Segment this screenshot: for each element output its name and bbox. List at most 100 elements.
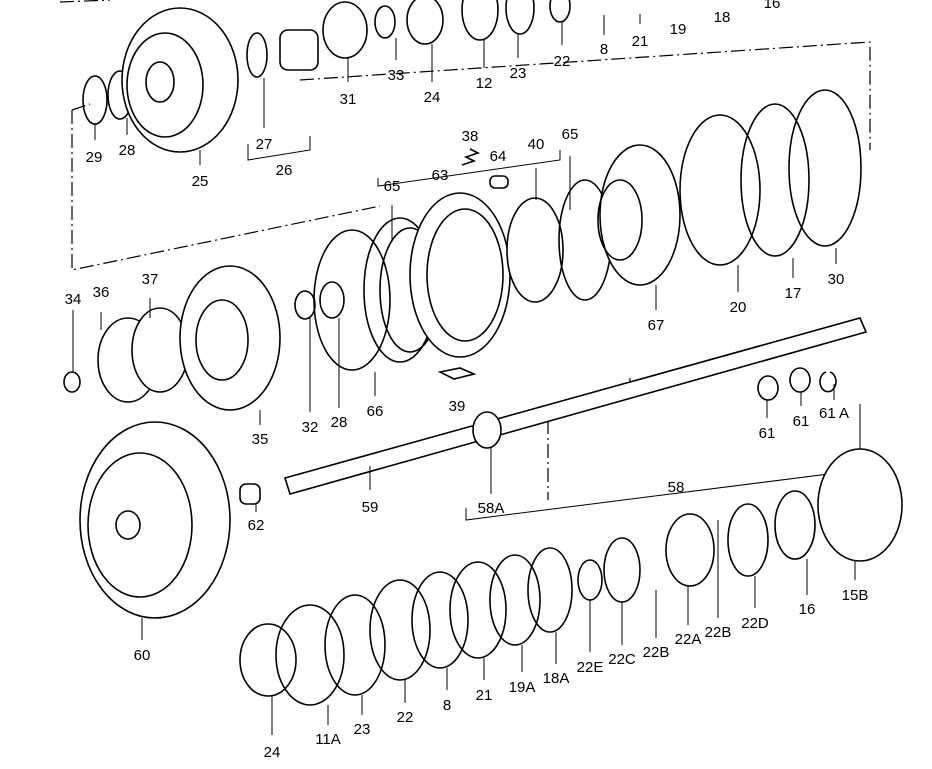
label-15b: 15B — [842, 587, 869, 604]
label-40: 40 — [528, 136, 545, 153]
label-21-b: 21 — [476, 687, 493, 704]
label-12: 12 — [476, 75, 493, 92]
label-29: 29 — [86, 149, 103, 166]
part-22d-ring — [727, 503, 769, 577]
label-66: 66 — [367, 403, 384, 420]
leader-lines — [72, 14, 856, 735]
label-22a: 22A — [675, 631, 702, 648]
part-66-ring — [313, 229, 391, 371]
label-19: 19 — [670, 21, 687, 38]
label-18a: 18A — [543, 670, 570, 687]
part-12-ring — [461, 0, 499, 41]
part-39-block — [437, 367, 477, 380]
label-19a: 19A — [509, 679, 536, 696]
label-16: 16 — [764, 0, 781, 12]
label-23: 23 — [510, 65, 527, 82]
part-67-drum — [599, 144, 681, 286]
label-23-b: 23 — [354, 721, 371, 738]
label-63: 63 — [432, 167, 449, 184]
part-23-plate — [505, 0, 535, 35]
part-23-plate-b — [324, 594, 386, 696]
label-11a: 11A — [315, 731, 341, 748]
part-61-bush — [757, 375, 779, 401]
part-58a-bearing — [472, 411, 502, 449]
label-39: 39 — [449, 398, 466, 415]
part-8-plate — [411, 571, 469, 669]
part-33-ring — [374, 5, 396, 39]
part-18a-spring — [527, 547, 573, 633]
label-59: 59 — [362, 499, 379, 516]
label-21: 21 — [632, 33, 649, 50]
label-26: 26 — [276, 162, 293, 179]
label-20: 20 — [730, 299, 747, 316]
bottom-parts — [239, 448, 903, 706]
part-62-bush — [239, 483, 261, 505]
part-27-ring — [246, 32, 268, 78]
left-parts — [63, 229, 477, 411]
label-24: 24 — [424, 89, 441, 106]
label-64: 64 — [490, 148, 507, 165]
part-32-ring — [294, 290, 316, 320]
label-58: 58 — [668, 479, 685, 496]
label-37: 37 — [142, 271, 159, 288]
part-24-gear-b — [239, 623, 297, 697]
label-36: 36 — [93, 284, 110, 301]
label-28-b: 28 — [331, 414, 348, 431]
label-65: 65 — [562, 126, 579, 143]
part-22-plate — [549, 0, 571, 23]
label-8: 8 — [600, 41, 608, 58]
part-11a-ring — [275, 604, 345, 706]
label-34: 34 — [65, 291, 82, 308]
part-22-plate-b — [369, 579, 431, 681]
part-40-hub — [506, 197, 564, 303]
label-61a: 61 A — [819, 405, 849, 422]
part-22a-carrier — [665, 513, 715, 587]
label-32: 32 — [302, 419, 319, 436]
part-21-plate — [449, 561, 507, 659]
label-16-b: 16 — [799, 601, 816, 618]
label-60: 60 — [134, 647, 151, 664]
part-25-drum — [121, 7, 239, 153]
part-24-gear — [406, 0, 444, 45]
label-22: 22 — [554, 53, 571, 70]
label-35: 35 — [252, 431, 269, 448]
label-24-b: 24 — [264, 744, 281, 761]
label-62: 62 — [248, 517, 265, 534]
part-19a-plate — [489, 554, 541, 646]
label-33: 33 — [388, 67, 405, 84]
part-30-plate — [788, 89, 862, 247]
part-20-plate — [679, 114, 761, 266]
part-15b-drum — [817, 448, 903, 562]
label-25: 25 — [192, 173, 209, 190]
part-60-converter — [79, 421, 231, 619]
label-28: 28 — [119, 142, 136, 159]
label-22b: 22B — [643, 644, 670, 661]
label-22e: 22E — [577, 659, 604, 676]
label-65-b: 65 — [384, 178, 401, 195]
part-35-housing — [179, 265, 281, 411]
part-34-washer — [63, 371, 81, 393]
part-17-plate — [740, 103, 810, 257]
shaft-parts — [79, 317, 868, 619]
middle-parts — [363, 89, 862, 363]
label-27: 27 — [256, 136, 273, 153]
part-31-bearing — [322, 1, 368, 59]
group-brackets — [247, 136, 861, 521]
part-61-bush-b — [789, 367, 811, 393]
part-38-piston — [409, 192, 511, 358]
label-61-b: 61 — [793, 413, 810, 430]
part-59-shaft — [283, 317, 868, 495]
part-22c-piston — [603, 537, 641, 603]
label-22-b: 22 — [397, 709, 414, 726]
part-labels: 19 18 16 21 8 22 23 12 24 33 31 27 26 29… — [65, 0, 869, 761]
label-31: 31 — [340, 91, 357, 108]
label-30: 30 — [828, 271, 845, 288]
part-64-pin — [489, 175, 509, 189]
label-18: 18 — [714, 9, 731, 26]
label-17: 17 — [785, 285, 802, 302]
assembly-boundary-lines — [59, 0, 871, 500]
part-16-seal — [774, 490, 816, 560]
part-63-spring — [461, 148, 481, 166]
label-67: 67 — [648, 317, 665, 334]
